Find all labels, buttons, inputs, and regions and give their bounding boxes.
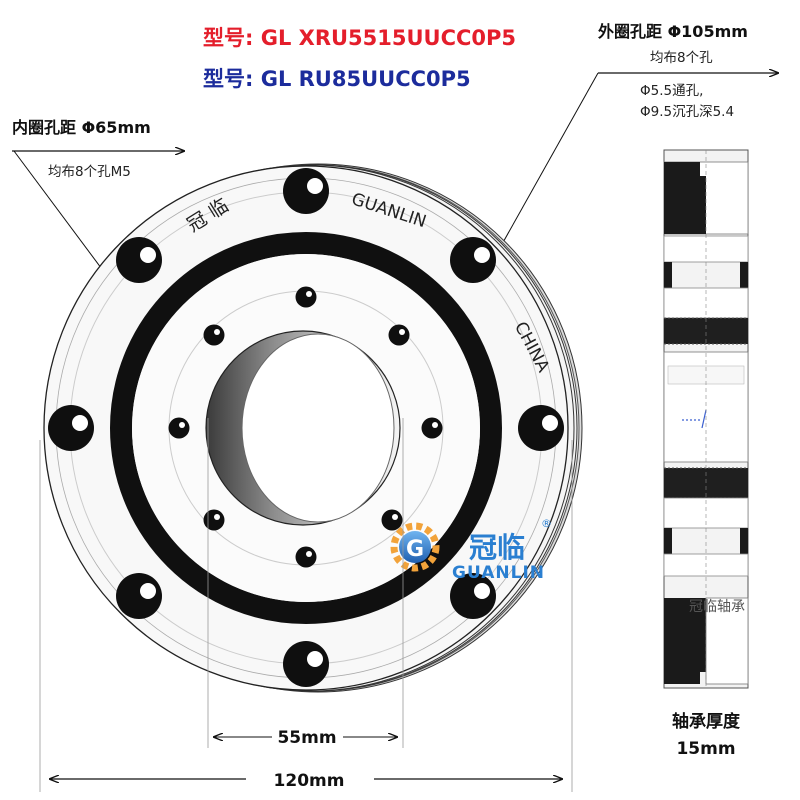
inner-hole-pitch-title: 内圈孔距 Φ65mm	[12, 118, 151, 137]
outer-hole-top-left	[116, 237, 162, 283]
logo-name-en: GUANLIN	[452, 563, 545, 583]
outer-through-hole: Φ5.5通孔,	[640, 83, 703, 99]
outer-hole-bottom-right	[450, 573, 496, 619]
bore-dimension-label: 55mm	[277, 728, 336, 748]
outer-hole-bottom	[283, 641, 329, 687]
outer-hole-bottom-left	[116, 573, 162, 619]
seal-ring	[110, 232, 502, 624]
outer-leader-line	[491, 72, 599, 263]
outer-holes-note: 均布8个孔	[650, 50, 713, 66]
guanlin-logo: G 冠临 ® GUANLIN	[390, 517, 552, 583]
outer-hole-pitch-title: 外圈孔距 Φ105mm	[597, 22, 748, 41]
bore-dimension: 55mm	[207, 418, 404, 748]
outer-counterbore: Φ9.5沉孔深5.4	[640, 104, 734, 120]
bore	[205, 330, 401, 526]
outer-hole-left	[48, 405, 94, 451]
registered-mark: ®	[541, 517, 552, 530]
outer-mounting-holes	[48, 168, 564, 687]
bearing-front-view: 冠 临 GUANLIN CHINA	[43, 163, 583, 693]
outer-hole-right	[518, 405, 564, 451]
watermark-text: 冠临轴承	[689, 599, 745, 615]
bearing-section-view	[663, 149, 749, 689]
outer-hole-top	[283, 168, 329, 214]
logo-name-cn: 冠临	[469, 531, 525, 564]
gear-icon: G	[390, 522, 440, 572]
thickness-value: 15mm	[676, 739, 735, 759]
inner-mounting-holes	[168, 286, 443, 568]
thickness-label: 轴承厚度	[672, 711, 741, 732]
outer-diameter-label: 120mm	[274, 771, 345, 791]
model-line-2: 型号: GL RU85UUCC0P5	[203, 67, 471, 91]
outer-diameter-dimension: 120mm	[39, 440, 573, 792]
svg-text:G: G	[406, 537, 424, 562]
model-line-1: 型号: GL XRU5515UUCC0P5	[203, 26, 516, 50]
outer-hole-top-right	[450, 237, 496, 283]
inner-holes-note: 均布8个孔M5	[48, 164, 131, 180]
